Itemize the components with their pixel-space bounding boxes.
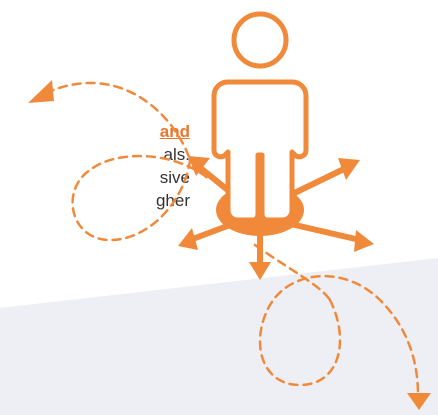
text-fragment: and als. sive gher xyxy=(0,120,190,212)
dashed-loop-right xyxy=(258,274,420,397)
text-line-1: als. xyxy=(163,145,190,164)
dashed-path-top xyxy=(44,81,192,162)
text-line-2: sive xyxy=(159,168,190,187)
person-icon xyxy=(211,11,309,223)
text-line-3: gher xyxy=(155,191,190,210)
arrow-icon xyxy=(28,80,54,103)
dashed-loop-left xyxy=(71,154,212,242)
arrow-icon xyxy=(407,393,431,410)
dashed-path-down xyxy=(253,243,332,302)
